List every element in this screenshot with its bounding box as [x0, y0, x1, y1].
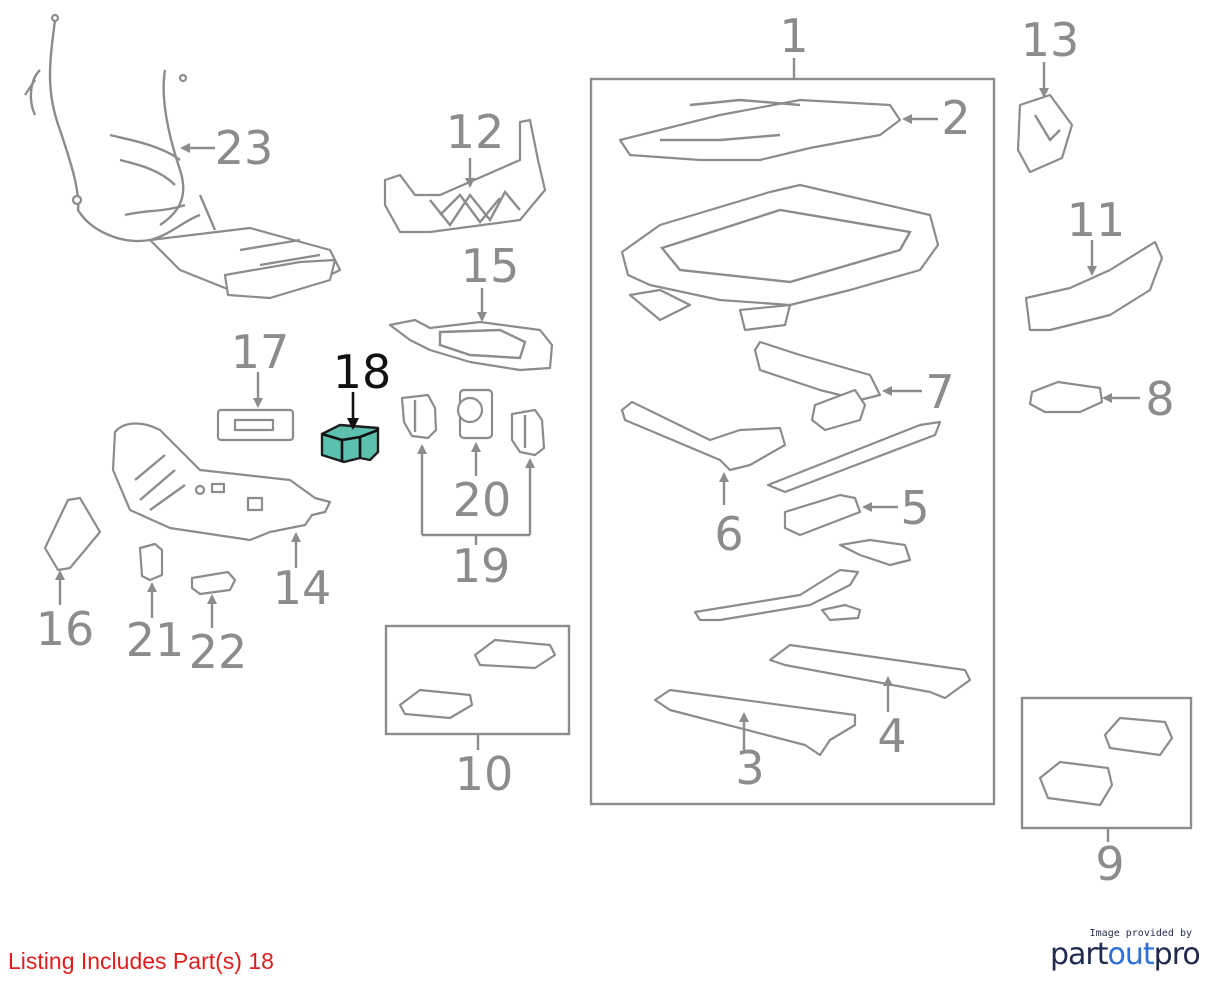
part-16-trim-cover[interactable] [43, 496, 102, 572]
credit-small-text: Image provided by [1089, 928, 1192, 939]
label-21: 21 [126, 613, 185, 667]
callout-11: 11 [1067, 193, 1126, 276]
label-1: 1 [779, 9, 808, 63]
label-3: 3 [735, 741, 764, 795]
part-2-cable-bracket [618, 98, 902, 162]
label-22: 22 [189, 625, 248, 679]
brand-pro: pro [1153, 937, 1201, 972]
part-1-seat-frame-assembly[interactable] [589, 77, 996, 806]
callout-6: 6 [714, 472, 744, 561]
part-3-rail [653, 688, 857, 757]
label-19: 19 [452, 539, 511, 593]
part-9-kit[interactable] [1020, 696, 1193, 830]
part-8-clip[interactable] [1028, 380, 1104, 414]
part-14-side-shield[interactable] [111, 422, 332, 542]
part-18-highlighted-switch-knob[interactable] [320, 423, 380, 464]
callout-22: 22 [189, 594, 248, 679]
label-11: 11 [1067, 193, 1126, 247]
part-21-knob[interactable] [138, 542, 164, 582]
label-17: 17 [231, 325, 290, 379]
brand-part: part [1050, 937, 1109, 972]
part-23-wiring-harness[interactable] [24, 13, 342, 300]
label-16: 16 [36, 602, 95, 656]
label-20: 20 [453, 473, 512, 527]
callout-5: 5 [862, 481, 930, 535]
part-20-switch-round[interactable] [456, 388, 494, 440]
seat-cushion-frame [620, 183, 940, 307]
callout-21: 21 [126, 582, 185, 667]
label-15: 15 [461, 239, 520, 293]
label-14: 14 [273, 561, 332, 615]
part-17-switch[interactable] [216, 408, 295, 442]
part-5-motor [783, 493, 862, 537]
brand-out: out [1107, 937, 1155, 972]
callout-2: 2 [902, 91, 971, 145]
part-13-cover[interactable] [1016, 93, 1074, 174]
part-7-bracket [753, 340, 882, 402]
part-6-lever [620, 400, 787, 472]
callout-19-20: 20 19 [417, 442, 535, 593]
label-18: 18 [333, 345, 392, 399]
callout-9: 9 [1095, 828, 1125, 891]
part-19-switch-right[interactable] [510, 408, 546, 457]
label-5: 5 [900, 481, 929, 535]
callout-8: 8 [1102, 372, 1175, 426]
callout-3: 3 [735, 712, 765, 795]
part-22-knob[interactable] [190, 570, 237, 596]
callout-1: 1 [779, 9, 809, 79]
partoutpro-credit-logo: Image provided by partoutpro [1050, 928, 1210, 972]
part-11-side-trim[interactable] [1024, 240, 1164, 332]
callout-13: 13 [1021, 13, 1080, 98]
callout-14: 14 [273, 532, 332, 615]
callout-17: 17 [231, 325, 290, 408]
listing-includes-text: Listing Includes Part(s) 18 [8, 948, 274, 974]
label-23: 23 [215, 121, 274, 175]
label-8: 8 [1145, 372, 1174, 426]
label-4: 4 [877, 709, 906, 763]
label-10: 10 [455, 747, 514, 801]
callout-18: 18 [333, 345, 392, 430]
label-9: 9 [1095, 837, 1124, 891]
callout-10: 10 [455, 734, 514, 801]
callout-12: 12 [446, 105, 505, 188]
part-10-kit[interactable] [384, 624, 571, 736]
callout-15: 15 [461, 239, 520, 322]
label-7: 7 [925, 365, 954, 419]
part-4-rail [768, 643, 972, 700]
label-13: 13 [1021, 13, 1080, 67]
part-15-switch-bezel[interactable] [388, 318, 554, 372]
part-12-rail-cover[interactable] [383, 118, 547, 234]
callout-7: 7 [882, 365, 955, 419]
label-2: 2 [941, 91, 970, 145]
callout-4: 4 [877, 676, 907, 763]
callout-23: 23 [180, 121, 274, 175]
part-19-switch-left[interactable] [400, 393, 438, 440]
label-6: 6 [714, 507, 743, 561]
callout-16: 16 [36, 570, 95, 656]
label-12: 12 [446, 105, 505, 159]
partoutpro-brand: partoutpro [1050, 937, 1210, 972]
